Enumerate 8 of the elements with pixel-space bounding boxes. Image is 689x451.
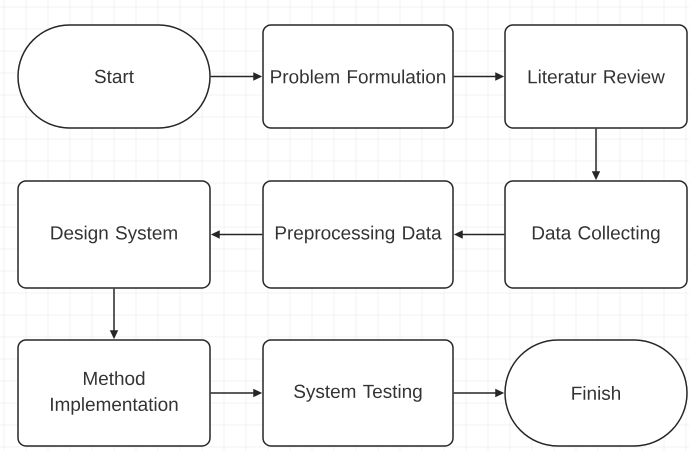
process-box: Design System bbox=[17, 180, 211, 289]
process-box: Literatur Review bbox=[504, 24, 688, 129]
process-box: Method Implementation bbox=[17, 339, 211, 447]
process-box: Data Collecting bbox=[504, 180, 688, 289]
process-box: Problem Formulation bbox=[262, 24, 454, 129]
node-label: Finish bbox=[572, 386, 620, 400]
process-box: Preprocessing Data bbox=[262, 180, 454, 289]
process-box: System Testing bbox=[262, 339, 454, 447]
